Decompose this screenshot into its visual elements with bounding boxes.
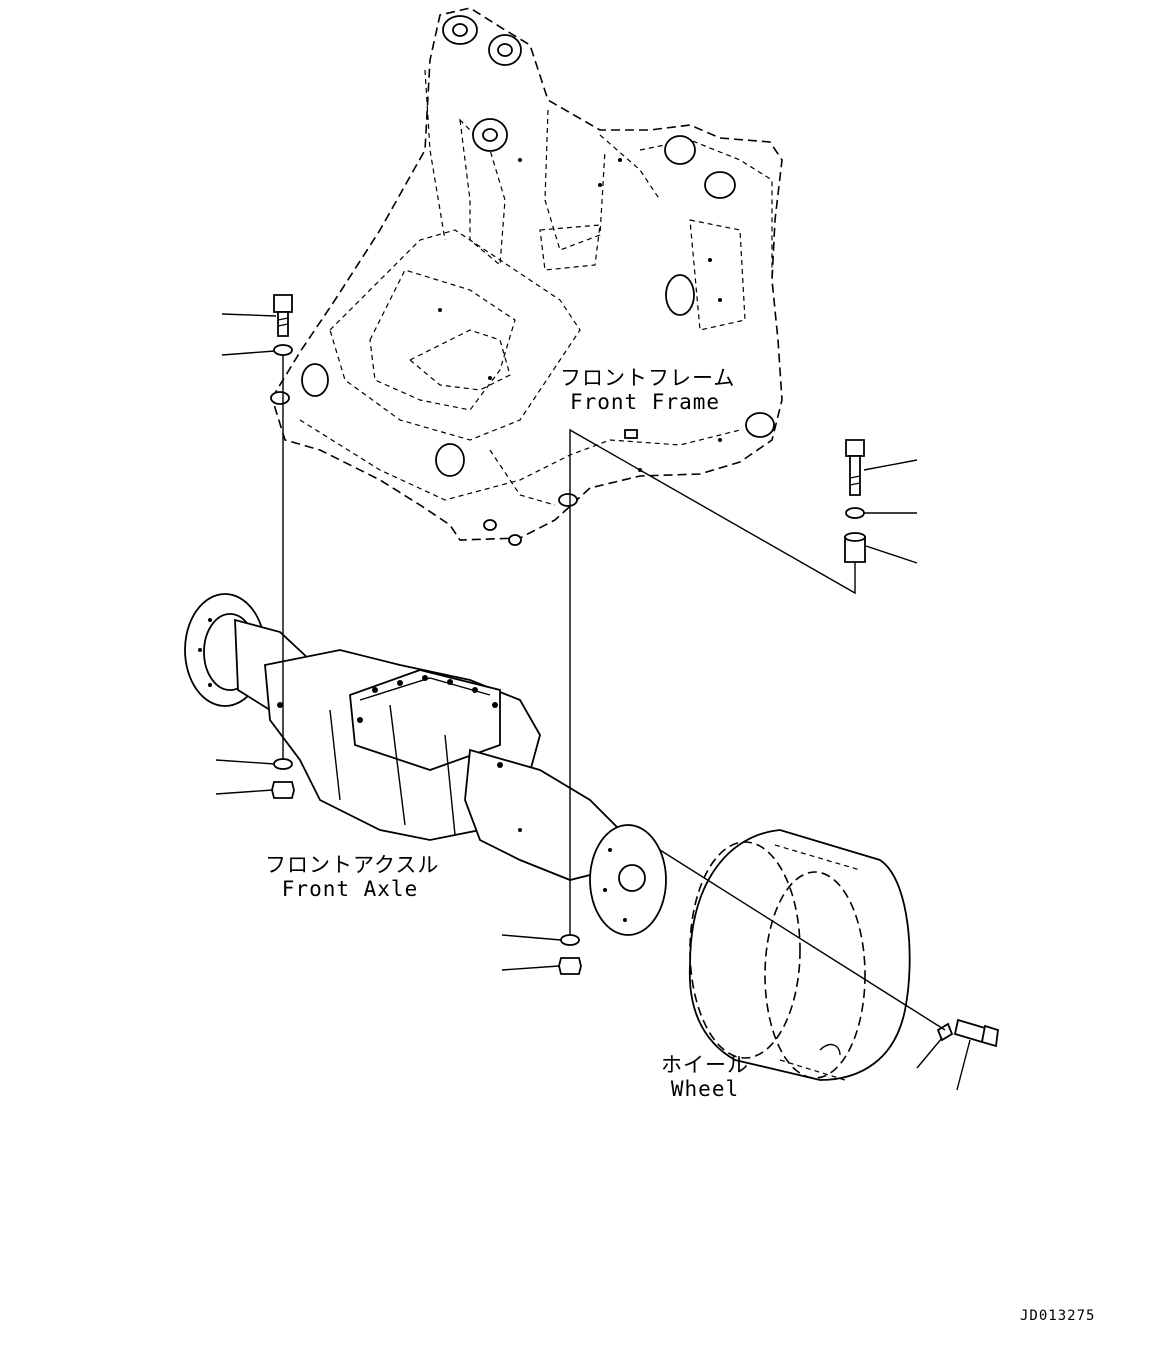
wheel-bolt (953, 1018, 999, 1048)
center-washer (560, 934, 580, 946)
wheel (688, 829, 911, 1081)
front-frame-label-en: Front Frame (569, 390, 721, 414)
left-washer (273, 344, 293, 356)
wheel-label-en: Wheel (670, 1077, 740, 1101)
drawing-code: JD013275 (1020, 1308, 1096, 1324)
front-axle-label-jp: フロントアクスル (265, 853, 440, 877)
center-nut (558, 957, 582, 975)
front-frame-label-jp: フロントフレーム (560, 366, 736, 390)
front-axle (184, 593, 667, 936)
front-frame (270, 7, 783, 546)
left-nut (271, 781, 295, 799)
right-bolt (845, 439, 865, 496)
wheel-label-jp: ホイール (661, 1053, 749, 1077)
left-lower-washer (273, 758, 293, 770)
left-bolt (273, 294, 293, 337)
leader-lines (215, 313, 971, 1091)
right-washer (845, 507, 865, 519)
front-axle-label-en: Front Axle (281, 877, 419, 901)
spacer (844, 532, 866, 563)
